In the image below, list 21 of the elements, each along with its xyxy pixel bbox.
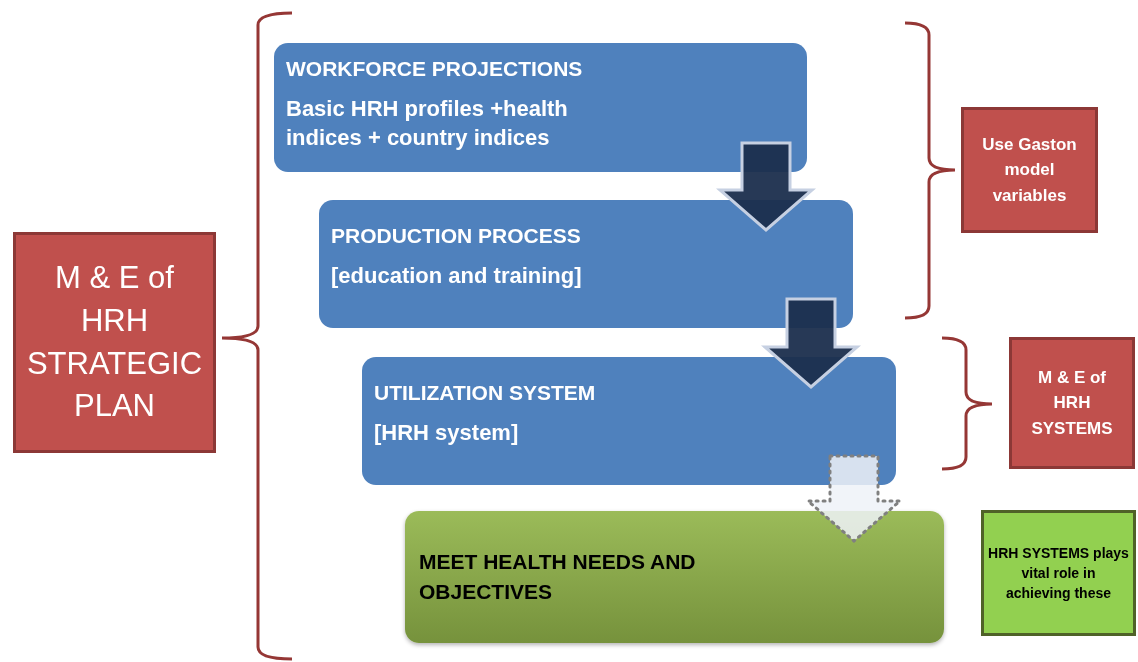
- note-box: [961, 107, 1098, 233]
- note-box: [981, 510, 1136, 636]
- box-text: MEET HEALTH NEEDS AND OBJECTIVES: [419, 548, 697, 605]
- box-heading: UTILIZATION SYSTEM: [374, 381, 597, 405]
- box-text: Basic HRH profiles +health indices + country indices: [286, 95, 569, 152]
- box-text: [HRH system]: [374, 419, 520, 447]
- process-box: [362, 357, 896, 485]
- box-text: M & E of HRH SYSTEMS: [1030, 366, 1114, 440]
- block-arrow: [716, 141, 816, 232]
- box-text: [education and training]: [331, 262, 583, 290]
- box-heading: WORKFORCE PROJECTIONS: [286, 57, 584, 81]
- process-box: [274, 43, 807, 172]
- process-box: [319, 200, 853, 328]
- box-heading: PRODUCTION PROCESS: [331, 224, 582, 248]
- goal-box: [405, 511, 944, 643]
- box-text: Use Gaston model variables: [981, 133, 1078, 207]
- block-arrow: [761, 297, 861, 389]
- box-text: HRH SYSTEMS plays vital role in achieving these: [987, 543, 1130, 604]
- note-box: [1009, 337, 1135, 469]
- box-text: M & E of HRH STRATEGIC PLAN: [25, 258, 204, 426]
- plan-box: [13, 232, 216, 453]
